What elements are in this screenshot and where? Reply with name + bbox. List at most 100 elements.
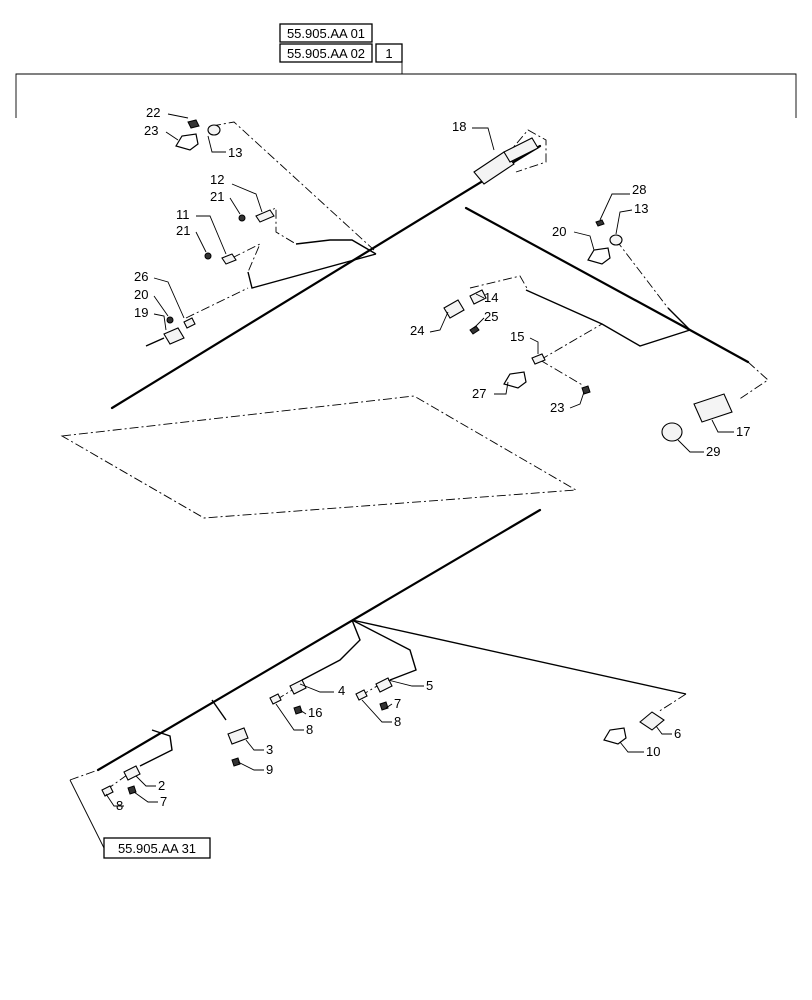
omitted-harness-region <box>60 395 578 519</box>
callout-4: 4 <box>338 683 345 698</box>
callout-25: 25 <box>484 309 498 324</box>
leader-20b <box>153 295 169 317</box>
dash-to-item-26 <box>185 287 249 319</box>
callout-8c: 8 <box>116 798 123 813</box>
callout-19: 19 <box>134 305 148 320</box>
main-trunk-upper <box>110 144 542 410</box>
callout-5: 5 <box>426 678 433 693</box>
leader-23a <box>165 131 179 141</box>
leader-19 <box>153 313 167 331</box>
clip-item-13 <box>207 124 221 136</box>
callout-2: 2 <box>158 778 165 793</box>
leader-21b <box>195 231 207 253</box>
branch-to-clip <box>295 239 377 255</box>
callout-11: 11 <box>176 207 190 222</box>
leader-25 <box>473 317 485 329</box>
clip-item-2 <box>123 765 141 781</box>
leader-22 <box>167 113 189 119</box>
item-number-label: 1 <box>385 46 392 61</box>
dash-to-item-18 <box>505 129 547 173</box>
cap-item-29 <box>661 422 683 442</box>
leader-3 <box>245 739 264 751</box>
callout-26: 26 <box>134 269 148 284</box>
leader-16 <box>299 709 307 715</box>
bottom-reference-leader <box>69 779 105 849</box>
item-number-box <box>375 43 403 63</box>
clip-item-24 <box>443 299 465 319</box>
callouts: 22 23 13 18 12 21 11 21 28 20 13 26 20 1… <box>105 105 750 813</box>
callout-20a: 20 <box>552 224 566 239</box>
callout-17: 17 <box>736 424 750 439</box>
clip-item-15 <box>531 353 546 365</box>
plug-item-25 <box>469 325 480 335</box>
bottom-reference-group: 55.905.AA 31 <box>69 779 211 859</box>
callout-13a: 13 <box>228 145 242 160</box>
leader-4 <box>299 683 334 693</box>
callout-8a: 8 <box>306 722 313 737</box>
callout-27: 27 <box>472 386 486 401</box>
upper-parts <box>145 119 733 442</box>
callout-20b: 20 <box>134 287 148 302</box>
branch-to-item-3 <box>211 699 227 721</box>
branch-to-item-2 <box>139 729 173 767</box>
leader-11 <box>196 215 227 255</box>
dash-to-item-11 <box>231 243 261 273</box>
clip-item-11 <box>221 253 237 265</box>
connector-item-6 <box>639 711 665 731</box>
callout-16: 16 <box>308 705 322 720</box>
callout-21b: 21 <box>176 223 190 238</box>
callout-15: 15 <box>510 329 524 344</box>
callout-18: 18 <box>452 119 466 134</box>
lower-parts <box>101 677 665 797</box>
callout-7b: 7 <box>160 794 167 809</box>
callout-21a: 21 <box>210 189 224 204</box>
screw-item-21a <box>238 214 246 222</box>
plug-item-9 <box>231 757 241 767</box>
connector-item-19-lead <box>145 337 165 347</box>
washer-item-22 <box>187 119 200 129</box>
reference-label-01: 55.905.AA 01 <box>287 26 365 41</box>
dash-to-ref-31 <box>69 769 99 781</box>
callout-29: 29 <box>706 444 720 459</box>
leader-7a <box>385 703 393 709</box>
branch-to-clips <box>525 289 691 347</box>
branch-to-connector <box>247 253 377 289</box>
leader-6 <box>655 725 672 735</box>
main-trunk-lower <box>96 508 542 772</box>
seal-item-8c <box>101 785 114 797</box>
dash-to-item-14 <box>469 275 529 291</box>
leader-9 <box>237 761 264 771</box>
dash-to-item-6 <box>657 693 687 713</box>
plug-item-16 <box>293 705 303 715</box>
plug-item-7a <box>379 701 389 711</box>
dash-to-item-13b <box>615 239 669 309</box>
connector-item-3 <box>227 727 249 745</box>
washer-item-28 <box>595 219 605 227</box>
callout-7a: 7 <box>394 696 401 711</box>
callout-13b: 13 <box>634 201 648 216</box>
callout-22: 22 <box>146 105 160 120</box>
screw-item-21b <box>204 252 212 260</box>
leader-20a <box>573 231 595 251</box>
leader-8c <box>105 793 124 807</box>
lower-harness <box>96 508 687 772</box>
reference-box-01 <box>279 23 373 43</box>
callout-8b: 8 <box>394 714 401 729</box>
leader-21a <box>229 197 241 215</box>
dash-to-item-15 <box>539 323 603 361</box>
reference-box-31 <box>103 837 211 859</box>
socket-item-18 <box>473 151 515 185</box>
leader-10 <box>619 741 644 753</box>
bracket-item-23 <box>175 133 199 151</box>
branch-to-bracket <box>667 307 691 331</box>
leader-8a <box>275 703 304 731</box>
bracket-item-10 <box>603 727 627 745</box>
leader-5 <box>387 679 424 687</box>
washer-item-23b <box>581 385 591 395</box>
seal-item-8a <box>269 693 282 705</box>
bracket-item-27 <box>503 371 527 389</box>
leader-24 <box>429 311 449 333</box>
callout-23a: 23 <box>144 123 158 138</box>
leader-12 <box>231 183 263 213</box>
